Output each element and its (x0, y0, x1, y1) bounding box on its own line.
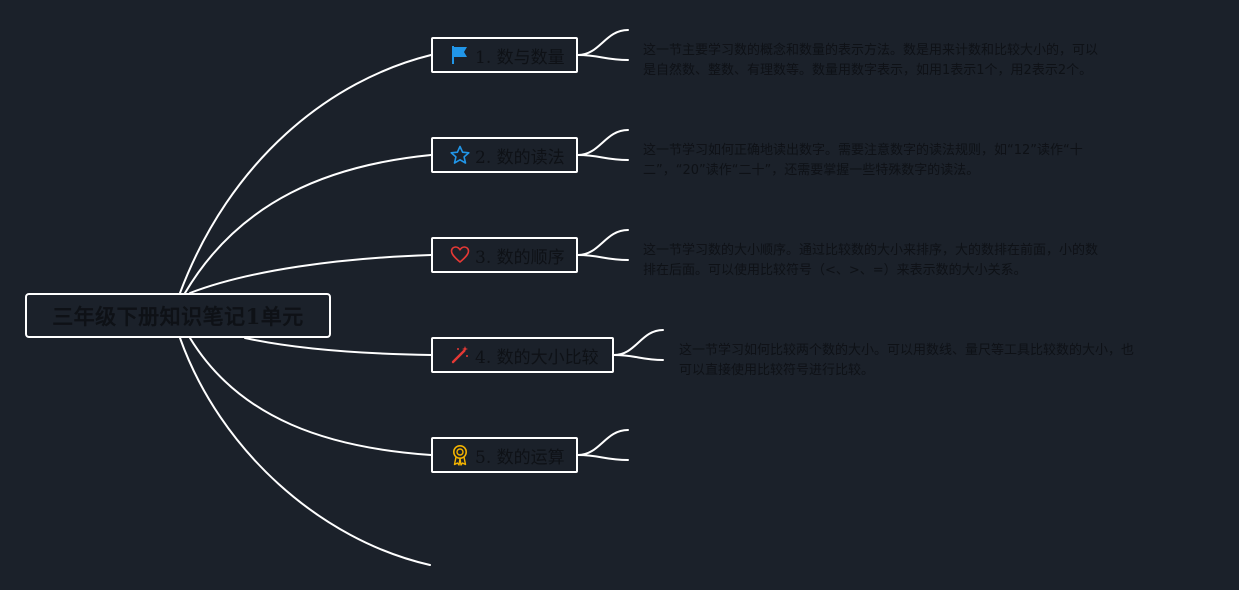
note-line: 这一节主要学习数的概念和数量的表示方法。数是用来计数和比较大小的，可以 (643, 43, 1099, 58)
link-root-topic-5 (189, 337, 432, 456)
award-ribbon-icon (449, 444, 471, 466)
topic-1-label: 1. 数与数量 (475, 47, 565, 68)
topic-4[interactable]: 4. 数的大小比较 (431, 337, 614, 373)
root-topic-title: 三年级下册知识笔记1单元 (52, 303, 304, 329)
topic-5[interactable]: 5. 数的运算 (431, 437, 578, 473)
link-topic-5-down (577, 454, 629, 461)
link-topic-3-down (577, 254, 629, 261)
note-line: 二”，“20”读作“二十”，还需要掌握一些特殊数字的读法。 (643, 163, 980, 178)
note-line: 排在后面。可以使用比较符号（<、>、=）来表示数的大小关系。 (643, 263, 1027, 278)
topic-5-label: 5. 数的运算 (475, 447, 565, 468)
star-icon (449, 144, 471, 166)
topic-1-note: 这一节主要学习数的概念和数量的表示方法。数是用来计数和比较大小的，可以 是自然数… (643, 41, 1098, 81)
topic-3[interactable]: 3. 数的顺序 (431, 237, 578, 273)
note-line: 是自然数、整数、有理数等。数量用数字表示，如用1表示1个，用2表示2个。 (643, 63, 1093, 78)
link-root-topic-2 (184, 154, 432, 294)
link-topic-4-down (613, 354, 664, 361)
link-topic-2-up (577, 129, 629, 156)
link-topic-2-down (577, 154, 629, 161)
link-root-topic-3 (189, 254, 432, 294)
link-topic-4-up (613, 329, 664, 356)
topic-3-note: 这一节学习数的大小顺序。通过比较数的大小来排序，大的数排在前面，小的数 排在后面… (643, 241, 1098, 281)
note-line: 可以直接使用比较符号进行比较。 (679, 363, 875, 378)
link-root-empty (179, 337, 431, 566)
note-line: 这一节学习数的大小顺序。通过比较数的大小来排序，大的数排在前面，小的数 (643, 243, 1099, 258)
topic-2[interactable]: 2. 数的读法 (431, 137, 578, 173)
topic-4-note: 这一节学习如何比较两个数的大小。可以用数线、量尺等工具比较数的大小，也 可以直接… (679, 341, 1134, 381)
topic-2-note: 这一节学习如何正确地读出数字。需要注意数字的读法规则，如“12”读作“十 二”，… (643, 141, 1083, 181)
link-root-topic-4 (244, 337, 432, 356)
note-line: 这一节学习如何正确地读出数字。需要注意数字的读法规则，如“12”读作“十 (643, 143, 1083, 158)
topic-2-label: 2. 数的读法 (475, 147, 565, 168)
topic-4-label: 4. 数的大小比较 (475, 347, 599, 368)
note-line: 这一节学习如何比较两个数的大小。可以用数线、量尺等工具比较数的大小，也 (679, 343, 1135, 358)
heart-icon (449, 244, 471, 266)
link-topic-5-up (577, 429, 629, 456)
link-topic-1-up (577, 29, 629, 56)
topic-3-label: 3. 数的顺序 (475, 247, 565, 268)
root-topic[interactable]: 三年级下册知识笔记1单元 (25, 293, 331, 338)
topic-1[interactable]: 1. 数与数量 (431, 37, 578, 73)
flag-icon (449, 44, 471, 66)
link-root-topic-1 (179, 54, 432, 294)
link-topic-3-up (577, 229, 629, 256)
magic-wand-icon (449, 344, 471, 366)
link-topic-1-down (577, 54, 629, 61)
